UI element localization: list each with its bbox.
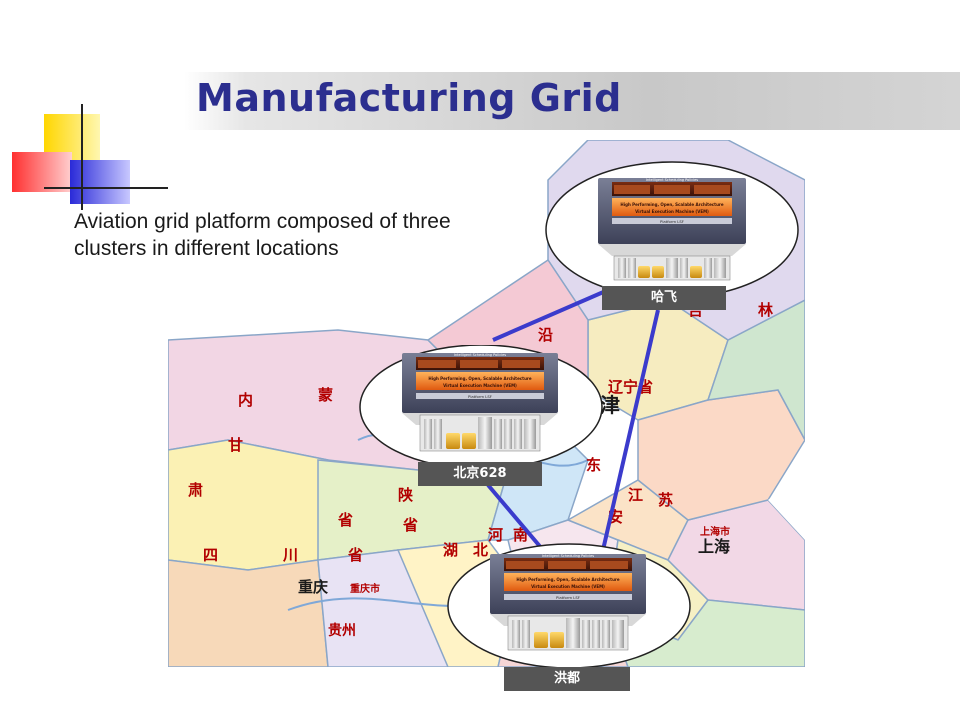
cluster-vem: Virtual Execution Machine (VEM): [635, 209, 709, 214]
cluster-platform-name: Platform LSF: [556, 595, 580, 600]
slide-title: Manufacturing Grid: [196, 76, 622, 120]
title-bar: [184, 72, 960, 130]
map-label: 甘: [228, 436, 243, 454]
slide-subtitle: Aviation grid platform composed of three…: [74, 210, 451, 260]
map-label: 川: [282, 546, 298, 564]
cluster-architecture: High Performing, Open, Scalable Architec…: [620, 202, 724, 207]
map-label-chongqing: 重庆: [298, 578, 328, 596]
cluster-graphic: Intelligent Scheduling Policies High Per…: [545, 161, 799, 299]
map-label: 湖: [443, 541, 458, 559]
map-label: 省: [402, 516, 418, 534]
map-label-tianjin: 津: [600, 393, 620, 417]
map-label: 蒙: [318, 386, 333, 404]
cluster-label-hongdu: 洪都: [504, 667, 630, 691]
map-label: 四: [203, 546, 218, 564]
decorative-logo: [12, 104, 168, 210]
cluster-label-beijing: 北京628: [418, 462, 542, 486]
map-label: 肃: [188, 481, 203, 499]
map-label: 河: [488, 526, 503, 544]
cluster-platform-title: Intelligent Scheduling Policies: [454, 353, 506, 357]
link-harbin-hongdu: [601, 309, 660, 551]
map-label-chongqing-city: 重庆市: [350, 582, 380, 595]
map-label: 林: [758, 301, 774, 319]
cluster-harbin: Intelligent Scheduling Policies High Per…: [544, 160, 800, 310]
cluster-beijing: Intelligent Scheduling Policies High Per…: [358, 344, 604, 475]
cluster-platform-name: Platform LSF: [468, 394, 492, 399]
link-beijing-hongdu: [486, 483, 545, 552]
map-label: 东: [586, 456, 601, 474]
cluster-label-harbin: 哈飞: [602, 286, 726, 310]
cluster-architecture: High Performing, Open, Scalable Architec…: [428, 376, 532, 381]
map-label: 内: [238, 391, 253, 409]
map-label: 省: [337, 511, 353, 529]
cluster-platform-title: Intelligent Scheduling Policies: [646, 178, 698, 182]
map-label-shanghai: 上海: [698, 537, 730, 556]
cluster-vem: Virtual Execution Machine (VEM): [443, 383, 517, 388]
link-harbin-beijing: [492, 288, 609, 342]
map-label: 江: [628, 486, 643, 504]
cluster-architecture: High Performing, Open, Scalable Architec…: [516, 577, 620, 582]
map-label: 沿: [538, 326, 553, 344]
cluster-hongdu: Intelligent Scheduling Policies High Per…: [446, 542, 692, 672]
cluster-graphic: Intelligent Scheduling Policies High Per…: [359, 344, 603, 470]
cluster-vem: Virtual Execution Machine (VEM): [531, 584, 605, 589]
map-label: 陕: [398, 486, 413, 504]
map-label: 苏: [658, 491, 673, 509]
cluster-platform-name: Platform LSF: [660, 219, 684, 224]
cluster-platform-title: Intelligent Scheduling Policies: [542, 554, 594, 558]
map-label-shanghai-city: 上海市: [700, 525, 730, 538]
map-label-guizhou: 贵州: [328, 622, 356, 639]
map-label: 省: [347, 546, 363, 564]
cluster-graphic: Intelligent Scheduling Policies High Per…: [447, 543, 691, 669]
map-label: 北: [473, 541, 488, 559]
